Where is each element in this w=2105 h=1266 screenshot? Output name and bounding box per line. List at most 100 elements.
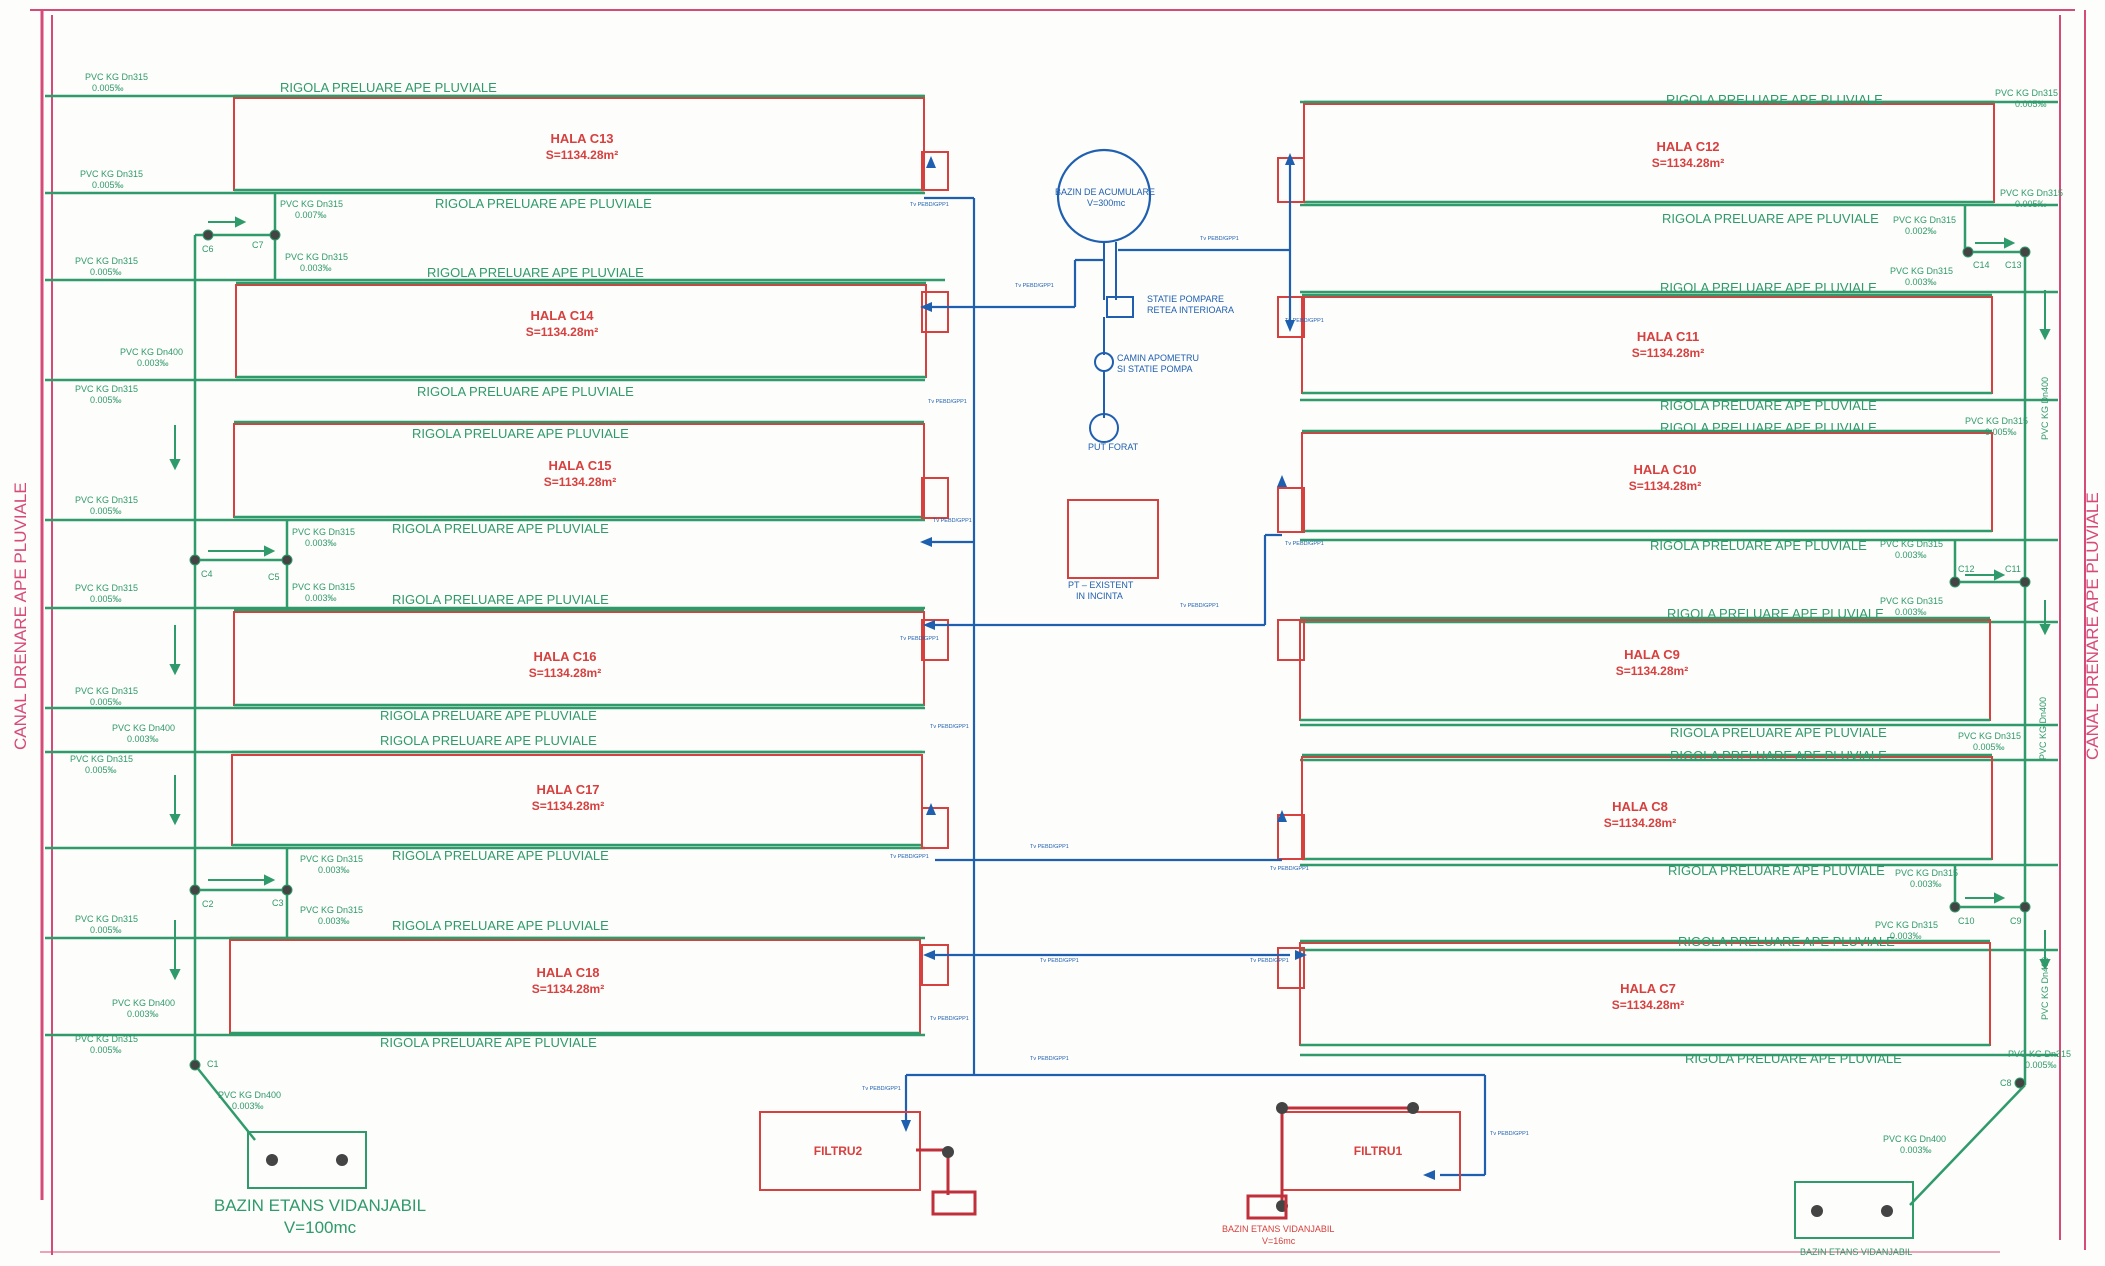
svg-text:0.003‰: 0.003‰ — [300, 263, 332, 273]
bazin-etans-center — [1246, 1194, 1288, 1220]
svg-text:0.005‰: 0.005‰ — [1973, 742, 2005, 752]
svg-text:0.003‰: 0.003‰ — [127, 734, 159, 744]
svg-text:PVC KG Dn400: PVC KG Dn400 — [218, 1090, 281, 1100]
svg-text:Tv PEBD/GPP1: Tv PEBD/GPP1 — [910, 202, 949, 208]
svg-text:0.005‰: 0.005‰ — [92, 83, 124, 93]
canal-label-right: CANAL DRENARE APE PLUVIALE — [2083, 492, 2102, 760]
hall-c18-area: S=1134.28m² — [532, 982, 604, 996]
hall-c8-name: HALA C8 — [1612, 799, 1668, 814]
svg-text:0.003‰: 0.003‰ — [305, 593, 337, 603]
manhole — [942, 1146, 954, 1158]
svg-text:PVC KG Dn315: PVC KG Dn315 — [292, 582, 355, 592]
water-supply-network — [904, 160, 1487, 1177]
rigola-label: RIGOLA PRELUARE APE PLUVIALE — [1650, 538, 1867, 553]
rigola-label: RIGOLA PRELUARE APE PLUVIALE — [380, 1035, 597, 1050]
svg-text:PVC KG Dn400: PVC KG Dn400 — [1883, 1134, 1946, 1144]
svg-text:PVC KG Dn315: PVC KG Dn315 — [70, 754, 133, 764]
left-node-labels: C6 C7 C4 C5 C2 C3 C1 — [201, 240, 284, 1069]
svg-text:0.005‰: 0.005‰ — [90, 395, 122, 405]
hall-c17-name: HALA C17 — [536, 782, 599, 797]
bazin-etans-left-title: BAZIN ETANS VIDANJABIL — [214, 1196, 426, 1215]
camin-apometru-icon — [1094, 352, 1114, 372]
svg-text:0.003‰: 0.003‰ — [1895, 607, 1927, 617]
bazin-etans-center-title: BAZIN ETANS VIDANJABIL — [1222, 1224, 1334, 1234]
svg-text:Tv PEBD/GPP1: Tv PEBD/GPP1 — [1490, 1131, 1529, 1137]
bazin-manhole — [1811, 1205, 1823, 1217]
rigola-label: RIGOLA PRELUARE APE PLUVIALE — [1660, 420, 1877, 435]
svg-text:0.003‰: 0.003‰ — [318, 916, 350, 926]
svg-text:PVC KG Dn315: PVC KG Dn315 — [2000, 188, 2063, 198]
hall-c9-area: S=1134.28m² — [1616, 664, 1688, 678]
left-flow-arrows — [169, 216, 276, 981]
svg-text:PVC KG Dn315: PVC KG Dn315 — [85, 72, 148, 82]
hall-c16-name: HALA C16 — [533, 649, 596, 664]
bazin-etans-center-volume: V=16mc — [1262, 1236, 1296, 1246]
right-halls — [1299, 103, 1995, 1046]
svg-text:PVC KG Dn400: PVC KG Dn400 — [2038, 697, 2048, 760]
svg-text:Tv PEBD/GPP1: Tv PEBD/GPP1 — [900, 636, 939, 642]
svg-text:PVC KG Dn400: PVC KG Dn400 — [112, 723, 175, 733]
svg-text:0.007‰: 0.007‰ — [295, 210, 327, 220]
svg-text:Tv PEBD/GPP1: Tv PEBD/GPP1 — [1200, 236, 1239, 242]
svg-text:PVC KG Dn315: PVC KG Dn315 — [1890, 266, 1953, 276]
svg-text:C12: C12 — [1958, 564, 1975, 574]
rigola-label: RIGOLA PRELUARE APE PLUVIALE — [412, 426, 629, 441]
rigola-label: RIGOLA PRELUARE APE PLUVIALE — [1670, 748, 1887, 763]
rigola-label: RIGOLA PRELUARE APE PLUVIALE — [380, 708, 597, 723]
left-hall-hatches — [230, 94, 926, 1035]
svg-text:PVC KG Dn315: PVC KG Dn315 — [75, 1034, 138, 1044]
rigola-label: RIGOLA PRELUARE APE PLUVIALE — [392, 918, 609, 933]
svg-text:C1: C1 — [207, 1059, 219, 1069]
svg-text:0.003‰: 0.003‰ — [232, 1101, 264, 1111]
svg-text:Tv PEBD/GPP1: Tv PEBD/GPP1 — [1285, 541, 1324, 547]
svg-text:Tv PEBD/GPP1: Tv PEBD/GPP1 — [1270, 866, 1309, 872]
svg-text:PVC KG Dn315: PVC KG Dn315 — [285, 252, 348, 262]
svg-text:PVC KG Dn400: PVC KG Dn400 — [120, 347, 183, 357]
hall-c13-area: S=1134.28m² — [546, 148, 618, 162]
put-forat-label: PUT FORAT — [1088, 442, 1139, 452]
svg-text:0.005‰: 0.005‰ — [85, 765, 117, 775]
rigola-label: RIGOLA PRELUARE APE PLUVIALE — [1667, 606, 1884, 621]
svg-text:PVC KG Dn315: PVC KG Dn315 — [1995, 88, 2058, 98]
svg-text:Tv PEBD/GPP1: Tv PEBD/GPP1 — [930, 724, 969, 730]
bazin-etans-left — [247, 1131, 367, 1189]
statie-pompare-sub: RETEA INTERIOARA — [1147, 305, 1234, 315]
svg-text:0.002‰: 0.002‰ — [1905, 226, 1937, 236]
svg-text:Tv PEBD/GPP1: Tv PEBD/GPP1 — [1015, 283, 1054, 289]
bazin-etans-left-volume: V=100mc — [284, 1218, 357, 1237]
hall-c15-area: S=1134.28m² — [544, 475, 616, 489]
svg-text:PVC KG Dn315: PVC KG Dn315 — [1875, 920, 1938, 930]
svg-text:PVC KG Dn315: PVC KG Dn315 — [1895, 868, 1958, 878]
right-hall-hatches — [1300, 100, 1994, 1047]
svg-text:Tv PEBD/GPP1: Tv PEBD/GPP1 — [862, 1086, 901, 1092]
svg-text:PVC KG Dn315: PVC KG Dn315 — [75, 686, 138, 696]
svg-text:PVC KG Dn400: PVC KG Dn400 — [112, 998, 175, 1008]
pt-existent-box — [1067, 499, 1159, 579]
svg-text:C8: C8 — [2000, 1078, 2012, 1088]
hall-c16-area: S=1134.28m² — [529, 666, 601, 680]
hall-c9-name: HALA C9 — [1624, 647, 1680, 662]
svg-text:C5: C5 — [268, 572, 280, 582]
water-pipe-notes: Tv PEBD/GPP1 Tv PEBD/GPP1 Tv PEBD/GPP1 T… — [862, 202, 1529, 1137]
svg-text:C6: C6 — [202, 244, 214, 254]
svg-text:C2: C2 — [202, 899, 214, 909]
svg-text:Tv PEBD/GPP1: Tv PEBD/GPP1 — [1250, 958, 1289, 964]
statie-pompare-title: STATIE POMPARE — [1147, 294, 1224, 304]
bazin-acumulare-volume: V=300mc — [1087, 198, 1126, 208]
rigola-label: RIGOLA PRELUARE APE PLUVIALE — [1660, 398, 1877, 413]
svg-text:0.003‰: 0.003‰ — [137, 358, 169, 368]
rigola-label: RIGOLA PRELUARE APE PLUVIALE — [435, 196, 652, 211]
svg-text:Tv PEBD/GPP1: Tv PEBD/GPP1 — [1030, 844, 1069, 850]
svg-text:PVC KG Dn400: PVC KG Dn400 — [2040, 377, 2050, 440]
rigola-label: RIGOLA PRELUARE APE PLUVIALE — [280, 80, 497, 95]
hall-c12-area: S=1134.28m² — [1652, 156, 1724, 170]
svg-text:0.003‰: 0.003‰ — [127, 1009, 159, 1019]
water-flow-arrows — [901, 153, 1435, 1180]
svg-text:0.005‰: 0.005‰ — [90, 925, 122, 935]
svg-text:PVC KG Dn315: PVC KG Dn315 — [280, 199, 343, 209]
hall-c14-area: S=1134.28m² — [526, 325, 598, 339]
svg-text:PVC KG Dn315: PVC KG Dn315 — [75, 914, 138, 924]
svg-text:0.005‰: 0.005‰ — [2025, 1060, 2057, 1070]
camin-title: CAMIN APOMETRU — [1117, 353, 1199, 363]
